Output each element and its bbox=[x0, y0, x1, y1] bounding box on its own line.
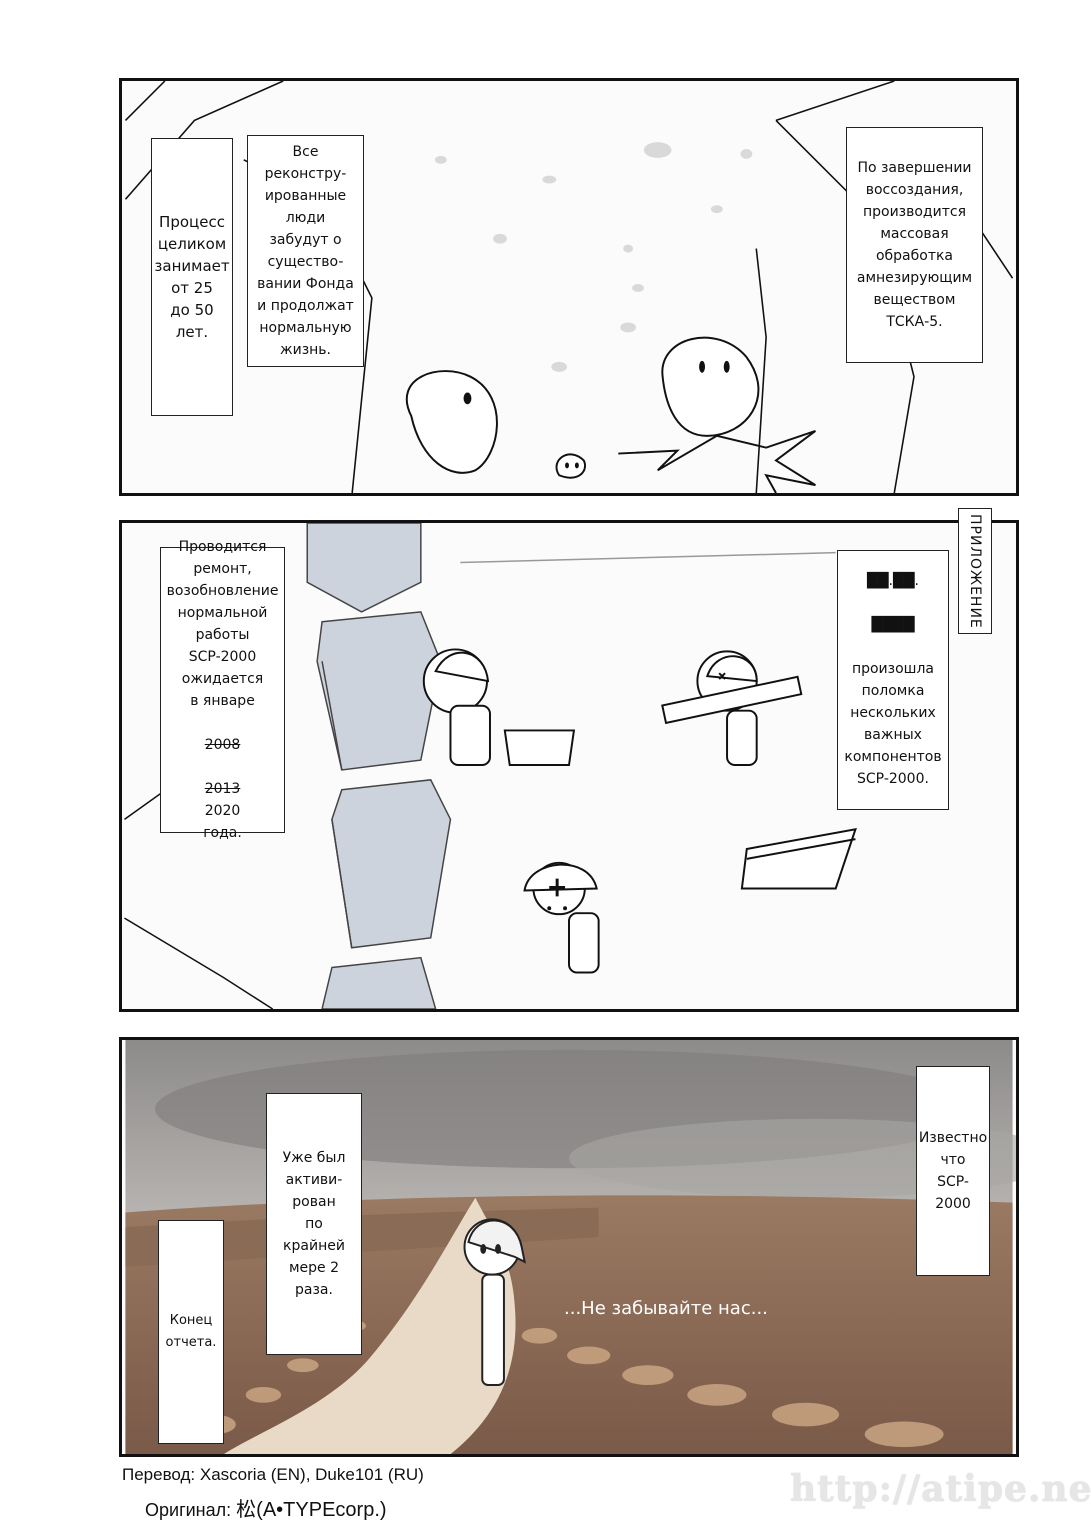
caption-repair-schedule: Проводится ремонт, возобновление нормаль… bbox=[160, 539, 285, 841]
credit-original: Оригинал: 松(A•TYPEcorp.) bbox=[145, 1493, 387, 1522]
appendix-tag: ПРИЛОЖЕНИЕ bbox=[958, 508, 992, 634]
caption-process-duration: Процесс целиком занимает от 25 до 50 лет… bbox=[151, 138, 233, 416]
caption-activated-twice: Уже был активи- рован по крайней мере 2 … bbox=[266, 1093, 362, 1355]
translation-value: Xascoria (EN), Duke101 (RU) bbox=[199, 1465, 424, 1484]
struck-year-1: 2008 bbox=[204, 737, 241, 753]
struck-year-2: 2013 bbox=[204, 781, 241, 797]
panel-3-art bbox=[125, 1040, 1016, 1454]
caption-people-forget: Все реконстру- ированные люди забудут о … bbox=[247, 135, 364, 367]
caption-repair-main: Проводится ремонт, возобновление нормаль… bbox=[166, 539, 279, 709]
original-value: 松(A•TYPEcorp.) bbox=[236, 1499, 387, 1521]
panel-3: Конец отчета. Уже был активи- рован по к… bbox=[119, 1037, 1019, 1457]
caption-failure-text: произошла поломка нескольких важных комп… bbox=[844, 661, 942, 787]
panel-1-art bbox=[124, 81, 1014, 493]
caption-repair-end: 2020 года. bbox=[203, 803, 242, 841]
caption-component-failure: ██.██. ████ произошла поломка нескольких… bbox=[837, 550, 949, 810]
original-label: Оригинал: bbox=[145, 1500, 232, 1520]
credit-translation: Перевод: Xascoria (EN), Duke101 (RU) bbox=[122, 1465, 424, 1485]
panel-2: Проводится ремонт, возобновление нормаль… bbox=[119, 520, 1019, 1012]
panel-2-art bbox=[124, 523, 857, 1009]
appendix-tag-label: ПРИЛОЖЕНИЕ bbox=[967, 513, 983, 629]
caption-known-scp: Известно что SCP- 2000 bbox=[916, 1066, 990, 1276]
panel-1: Процесс целиком занимает от 25 до 50 лет… bbox=[119, 78, 1019, 496]
caption-amnestic-treatment: По завершении воссоздания, производится … bbox=[846, 127, 983, 363]
watermark: http://atipe.net/ bbox=[790, 1468, 1091, 1510]
caption-end-of-report: Конец отчета. bbox=[158, 1220, 224, 1444]
redacted-block: ████ bbox=[871, 617, 915, 633]
redacted-date: ██.██. bbox=[867, 573, 919, 589]
translation-label: Перевод: bbox=[122, 1465, 196, 1484]
overlay-dont-forget: ...Не забывайте нас... bbox=[564, 1298, 768, 1319]
